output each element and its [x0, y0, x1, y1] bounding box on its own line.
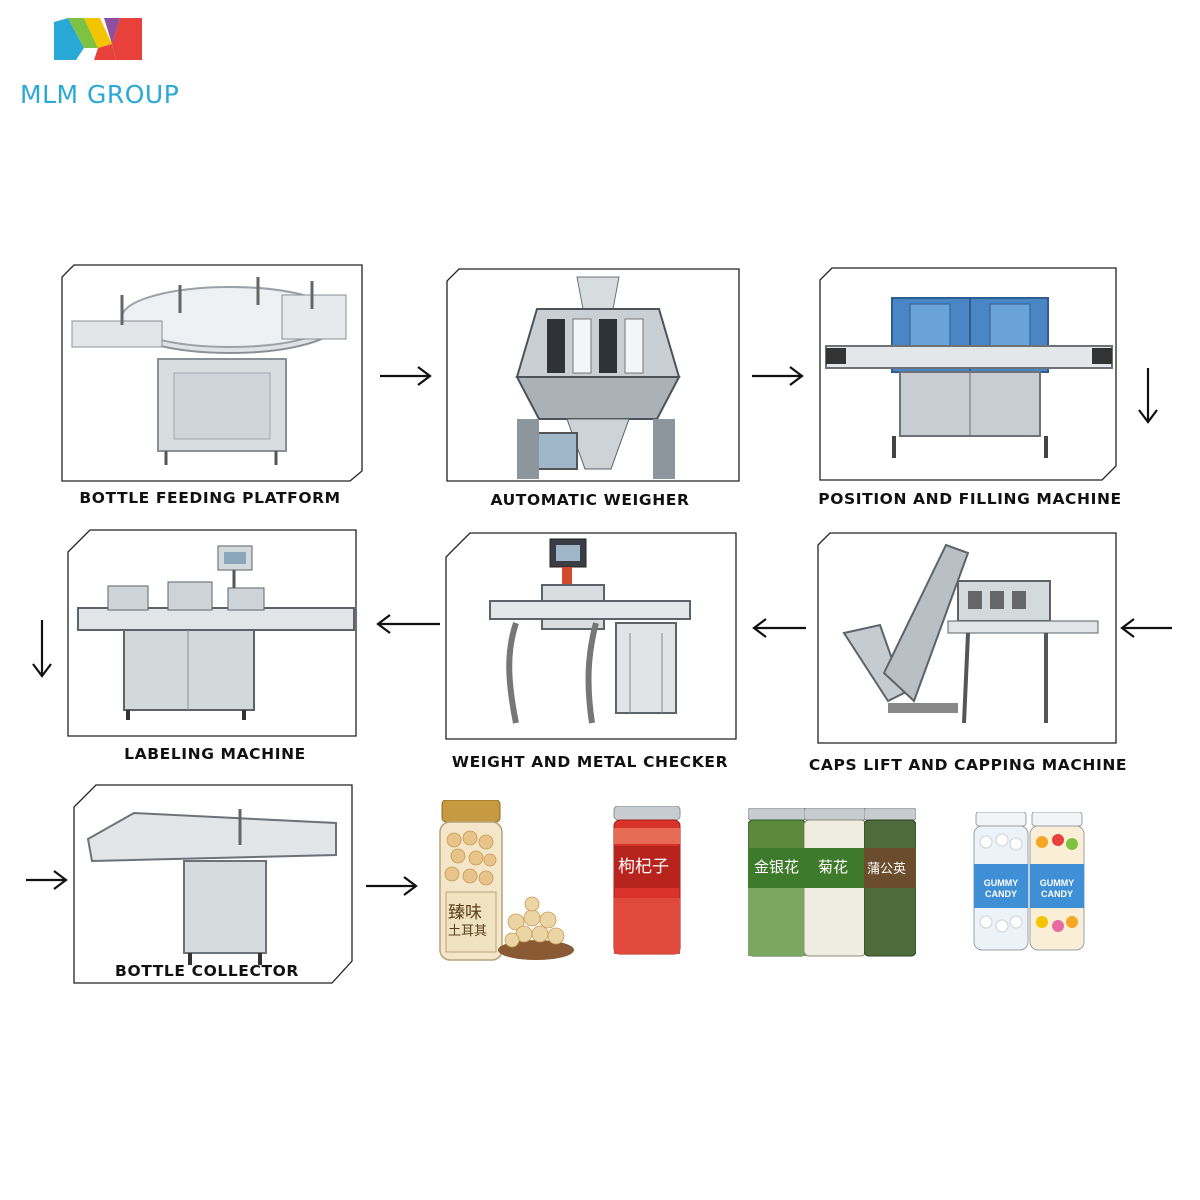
arrow-left-icon — [1120, 618, 1172, 638]
candy-jar-icon — [1029, 811, 1085, 951]
step-label: CAPS LIFT AND CAPPING MACHINE — [808, 756, 1128, 774]
step-position-and-filling-machine — [819, 267, 1118, 484]
multihead-weigher-machine-icon — [515, 276, 681, 479]
jar-label: GUMMY CANDY — [1039, 878, 1075, 899]
arrow-right-icon — [26, 870, 68, 890]
step-label: BOTTLE COLLECTOR — [115, 962, 299, 980]
candy-jar-icon — [973, 811, 1029, 951]
jar-label: 菊花 — [818, 858, 849, 876]
brand-name: MLM GROUP — [20, 80, 180, 109]
step-weight-and-metal-checker — [445, 532, 738, 743]
step-label: WEIGHT AND METAL CHECKER — [451, 753, 729, 771]
collector-table-machine-icon — [86, 809, 337, 965]
arrow-down-icon — [1138, 368, 1158, 424]
mlm-logo-mark-icon — [54, 18, 142, 60]
product-jar-dandelion: 蒲公英 — [863, 807, 917, 958]
rotary-table-machine-icon — [71, 277, 347, 465]
jar-label: 蒲公英 — [867, 862, 907, 877]
step-bottle-feeding-platform — [61, 264, 364, 483]
step-label: POSITION AND FILLING MACHINE — [818, 490, 1122, 508]
jar-label: 金银花 — [754, 858, 800, 876]
step-label: BOTTLE FEEDING PLATFORM — [79, 489, 341, 507]
herb-jar-icon — [747, 807, 807, 957]
herb-jar-icon — [803, 807, 867, 957]
product-jar-chrysanthemum: 菊花 — [803, 807, 867, 958]
jar-label: 枸杞子 — [618, 857, 669, 877]
herb-jar-icon — [863, 807, 917, 957]
jar-label-bottom: 土耳其 — [448, 924, 488, 939]
arrow-down-icon — [32, 620, 52, 678]
arrow-right-icon — [366, 876, 418, 896]
arrow-right-icon — [752, 366, 804, 386]
step-label: LABELING MACHINE — [124, 745, 306, 763]
labeling-machine-icon — [77, 545, 355, 720]
product-jar-honeysuckle: 金银花 — [747, 807, 807, 958]
step-automatic-weigher — [446, 268, 741, 485]
step-bottle-collector — [73, 784, 354, 985]
capping-machine-icon — [842, 543, 1099, 724]
step-caps-lift-and-capping-machine — [817, 532, 1118, 749]
step-labeling-machine — [67, 529, 358, 740]
product-jar-gummy-white: GUMMY CANDY — [972, 811, 1030, 952]
product-jar-nuts: 臻味 土耳其 — [436, 799, 576, 966]
jar-label-top: 臻味 — [448, 903, 482, 923]
glass-jar-nuts-icon — [439, 799, 574, 961]
jar-label: GUMMY CANDY — [983, 878, 1019, 899]
product-jar-gummy-color: GUMMY CANDY — [1028, 811, 1086, 952]
filling-machine-icon — [825, 297, 1113, 458]
arrow-right-icon — [380, 366, 432, 386]
brand-logo: MLM GROUP — [20, 18, 190, 109]
product-jar-goji: 枸杞子 — [612, 805, 682, 956]
checkweigher-machine-icon — [489, 538, 691, 724]
goji-jar-icon — [613, 805, 681, 955]
arrow-left-icon — [752, 618, 806, 638]
arrow-left-icon — [376, 614, 440, 634]
step-label: AUTOMATIC WEIGHER — [490, 491, 690, 509]
